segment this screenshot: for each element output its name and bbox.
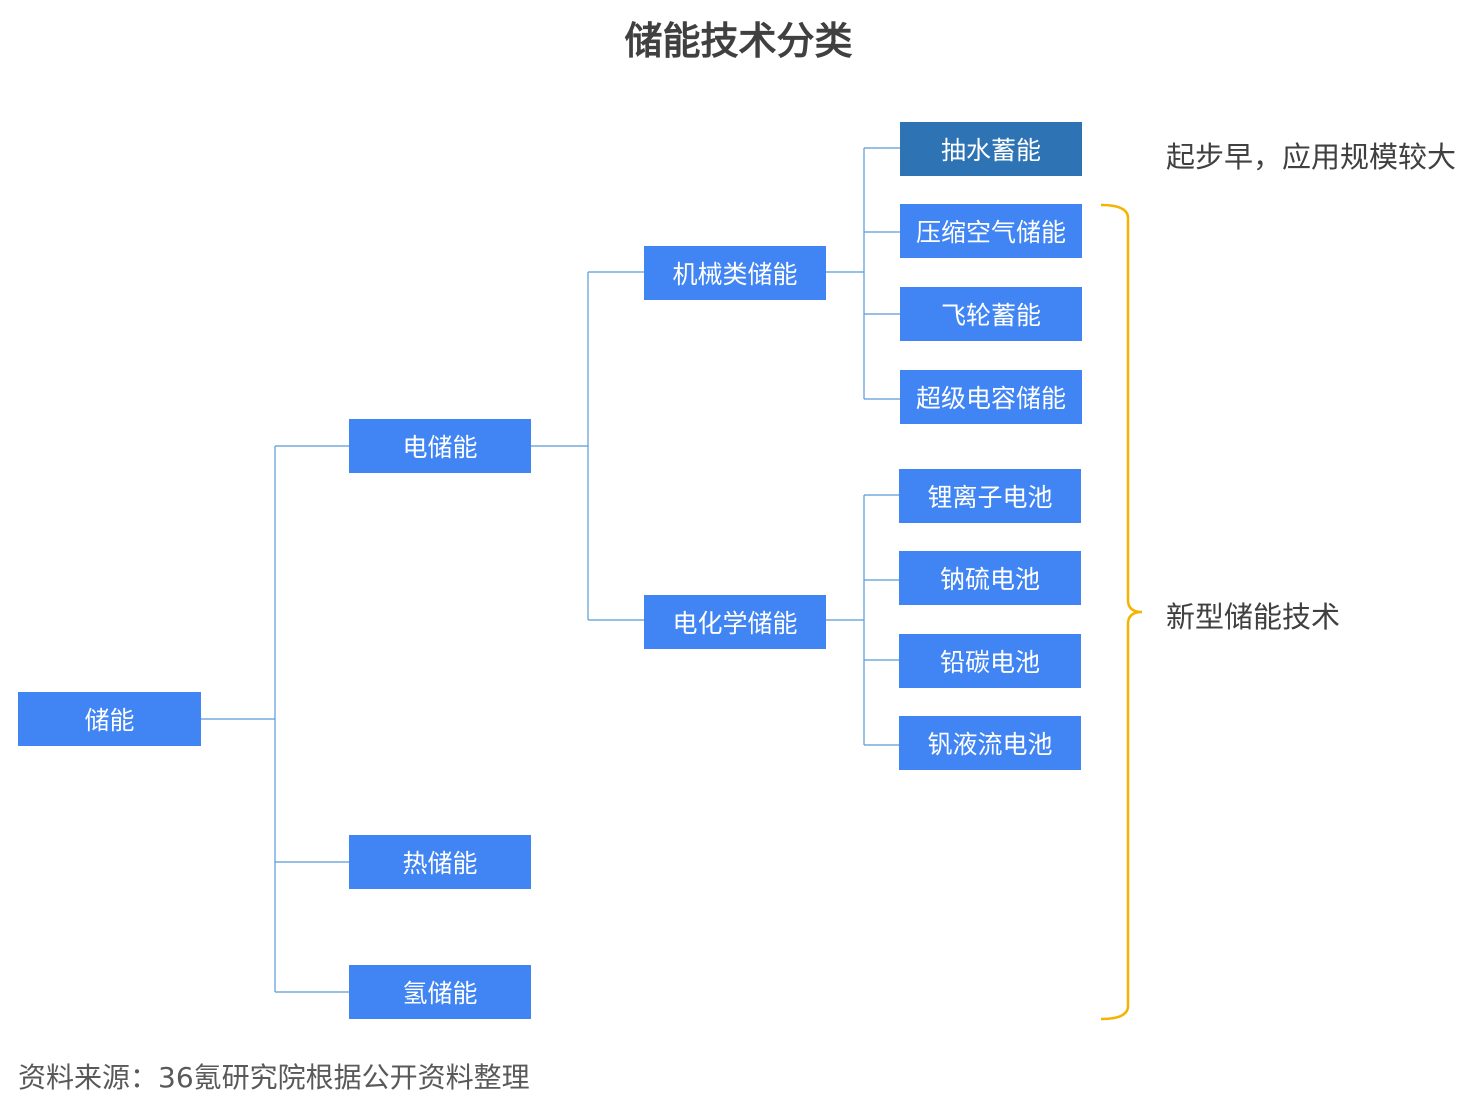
node-mechanical: 机械类储能	[644, 246, 826, 300]
node-root: 储能	[18, 692, 201, 746]
node-supercapacitor-label: 超级电容储能	[915, 384, 1066, 413]
node-root-label: 储能	[84, 706, 135, 735]
node-compressed-air-label: 压缩空气储能	[915, 218, 1066, 247]
new-tech-note: 新型储能技术	[1166, 600, 1341, 634]
node-thermal: 热储能	[349, 835, 531, 889]
node-vanadium-flow: 钒液流电池	[899, 716, 1081, 770]
node-sodium-sulfur: 钠硫电池	[899, 551, 1081, 605]
new-tech-brace	[1100, 203, 1143, 1021]
node-hydrogen: 氢储能	[349, 965, 531, 1019]
node-pumped-hydro: 抽水蓄能	[900, 122, 1082, 176]
node-flywheel-label: 飞轮蓄能	[940, 301, 1041, 330]
node-mechanical-label: 机械类储能	[672, 260, 798, 289]
node-lithium-ion: 锂离子电池	[899, 469, 1081, 523]
node-electric: 电储能	[349, 419, 531, 473]
source-note: 资料来源：36氪研究院根据公开资料整理	[18, 1061, 530, 1094]
node-lead-carbon: 铅碳电池	[899, 634, 1081, 688]
node-lithium-ion-label: 锂离子电池	[927, 483, 1053, 512]
node-hydrogen-label: 氢储能	[402, 979, 478, 1008]
node-compressed-air: 压缩空气储能	[900, 204, 1082, 258]
node-electrochemical: 电化学储能	[644, 595, 826, 649]
node-supercapacitor: 超级电容储能	[900, 370, 1082, 424]
node-electrochemical-label: 电化学储能	[672, 609, 798, 638]
node-sodium-sulfur-label: 钠硫电池	[939, 565, 1040, 594]
node-lead-carbon-label: 铅碳电池	[939, 648, 1040, 677]
node-pumped-hydro-label: 抽水蓄能	[940, 136, 1041, 165]
pumped-hydro-note: 起步早，应用规模较大	[1166, 140, 1457, 174]
diagram-title: 储能技术分类	[624, 19, 853, 63]
node-flywheel: 飞轮蓄能	[900, 287, 1082, 341]
node-electric-label: 电储能	[402, 433, 478, 462]
node-vanadium-flow-label: 钒液流电池	[927, 730, 1053, 759]
node-thermal-label: 热储能	[402, 849, 478, 878]
